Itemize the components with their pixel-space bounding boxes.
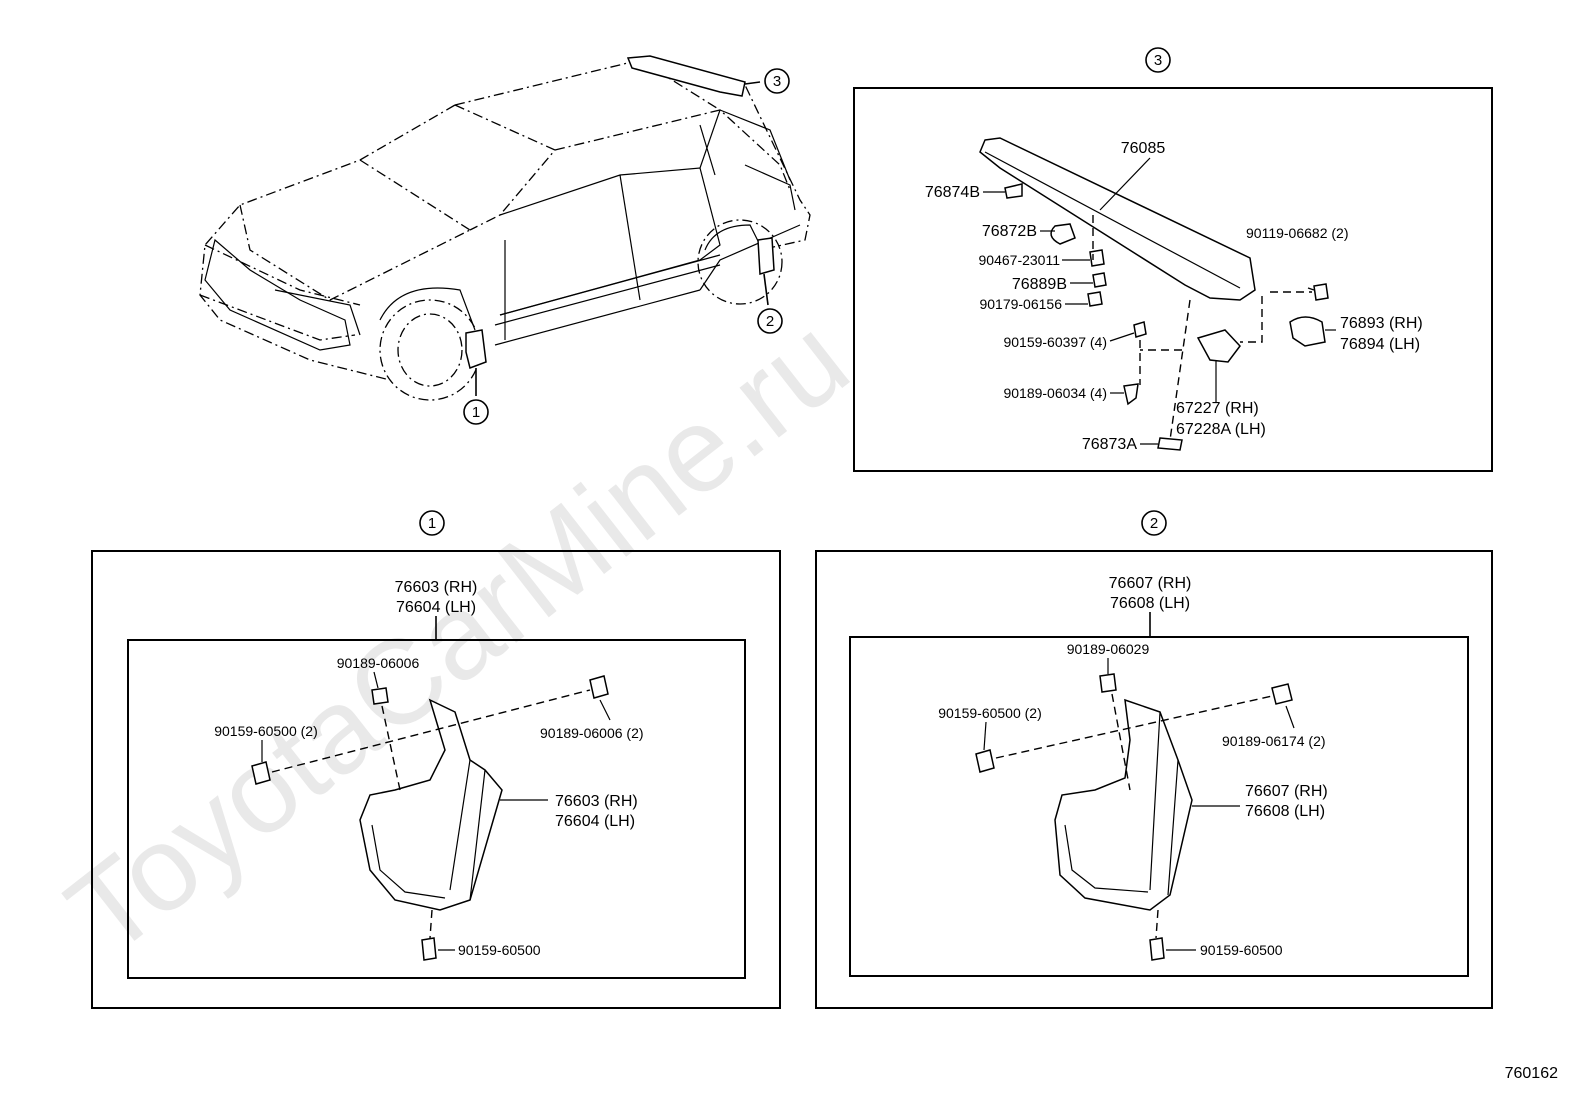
svg-text:1: 1 — [428, 515, 436, 532]
front-mudflap — [359, 698, 503, 911]
car-overview: 1 2 3 — [199, 55, 811, 425]
label-76608-flap: 76608 (LH) — [1245, 803, 1325, 820]
callout-2[interactable]: 2 — [757, 308, 783, 334]
label-90119-06682: 90119-06682 (2) — [1246, 225, 1348, 241]
panel-2-inner-frame — [849, 636, 1469, 977]
screw-bottom — [1149, 937, 1165, 961]
pad-76874B — [1004, 183, 1023, 199]
panel-1-outer-frame — [91, 550, 781, 1009]
label-76604-outer: 76604 (LH) — [396, 599, 476, 616]
roof-spoiler-part — [626, 55, 746, 97]
label-76604-flap: 76604 (LH) — [555, 813, 635, 830]
clip-top — [371, 687, 389, 705]
label-76608-outer: 76608 (LH) — [1110, 595, 1190, 612]
label-90467-23011: 90467-23011 — [979, 252, 1061, 268]
nut-90467 — [1089, 249, 1105, 267]
clip-90189 — [1123, 383, 1139, 406]
label-90189-06174-2: 90189-06174 (2) — [1222, 733, 1326, 749]
diagram-code: 760162 — [1505, 1065, 1558, 1082]
label-67227: 67227 (RH) — [1176, 400, 1259, 417]
label-76893: 76893 (RH) — [1340, 315, 1423, 332]
clip-top — [1099, 673, 1117, 693]
panel-2-outer-frame — [815, 550, 1493, 1009]
label-76874B: 76874B — [925, 184, 980, 201]
panel-2: 2 76607 (RH) 76608 (LH) 90189-06029 9015… — [815, 510, 1493, 1009]
label-90159-60500-2: 90159-60500 (2) — [214, 723, 318, 739]
label-76085: 76085 — [1121, 140, 1166, 157]
label-76873A: 76873A — [1082, 436, 1137, 453]
label-76607-flap: 76607 (RH) — [1245, 783, 1328, 800]
nut-90179 — [1087, 291, 1103, 307]
cushion-76889B — [1092, 272, 1107, 288]
label-76603-flap: 76603 (RH) — [555, 793, 638, 810]
car-outline — [199, 59, 811, 381]
panel-1-marker: 1 — [419, 510, 445, 536]
bolt-90159 — [1133, 321, 1147, 338]
screw-left — [251, 761, 271, 785]
label-90189-06034: 90189-06034 (4) — [1003, 385, 1107, 401]
screw-bottom — [421, 937, 437, 961]
clip-right — [1271, 683, 1293, 705]
clip-76872B — [1050, 223, 1076, 245]
callout-3[interactable]: 3 — [764, 68, 790, 94]
callout-3-text: 3 — [773, 73, 781, 90]
screw-90119 — [1313, 283, 1329, 301]
label-90159-60500: 90159-60500 — [1200, 942, 1283, 958]
label-76607-outer: 76607 (RH) — [1109, 575, 1192, 592]
rear-mudflap — [1054, 698, 1193, 911]
svg-text:2: 2 — [1150, 515, 1158, 532]
label-90159-60500: 90159-60500 — [458, 942, 541, 958]
bracket-67227 — [1196, 329, 1241, 363]
label-90189-06029: 90189-06029 — [1067, 641, 1150, 657]
panel-1: 1 76603 (RH) 76604 (LH) 90189-06006 9015… — [91, 510, 781, 1009]
label-67228A: 67228A (LH) — [1176, 421, 1266, 438]
callout-1-text: 1 — [472, 404, 480, 421]
cover-76893 — [1289, 316, 1326, 347]
panel-2-marker: 2 — [1141, 510, 1167, 536]
clip-right — [589, 675, 609, 699]
front-mudflap-part — [465, 329, 487, 369]
label-90189-06006: 90189-06006 — [337, 655, 420, 671]
panel-3-marker: 3 — [1145, 47, 1171, 73]
label-76889B: 76889B — [1012, 276, 1067, 293]
car-fender-arches — [379, 224, 761, 331]
callout-1[interactable]: 1 — [463, 399, 489, 425]
panel-3: 3 76085 — [853, 47, 1493, 472]
label-90159-60397: 90159-60397 (4) — [1003, 334, 1107, 350]
screw-left — [975, 749, 995, 773]
svg-text:3: 3 — [1154, 52, 1162, 69]
callout-2-text: 2 — [766, 313, 774, 330]
label-90159-60500-2: 90159-60500 (2) — [938, 705, 1042, 721]
label-90179-06156: 90179-06156 — [979, 296, 1062, 312]
panel-3-frame — [853, 87, 1493, 472]
pad-76873A — [1157, 437, 1183, 451]
label-76872B: 76872B — [982, 223, 1037, 240]
rear-mudflap-part — [757, 237, 775, 275]
label-76603-outer: 76603 (RH) — [395, 579, 478, 596]
label-90189-06006-2: 90189-06006 (2) — [540, 725, 644, 741]
label-76894: 76894 (LH) — [1340, 336, 1420, 353]
car-body-lines — [204, 109, 801, 351]
